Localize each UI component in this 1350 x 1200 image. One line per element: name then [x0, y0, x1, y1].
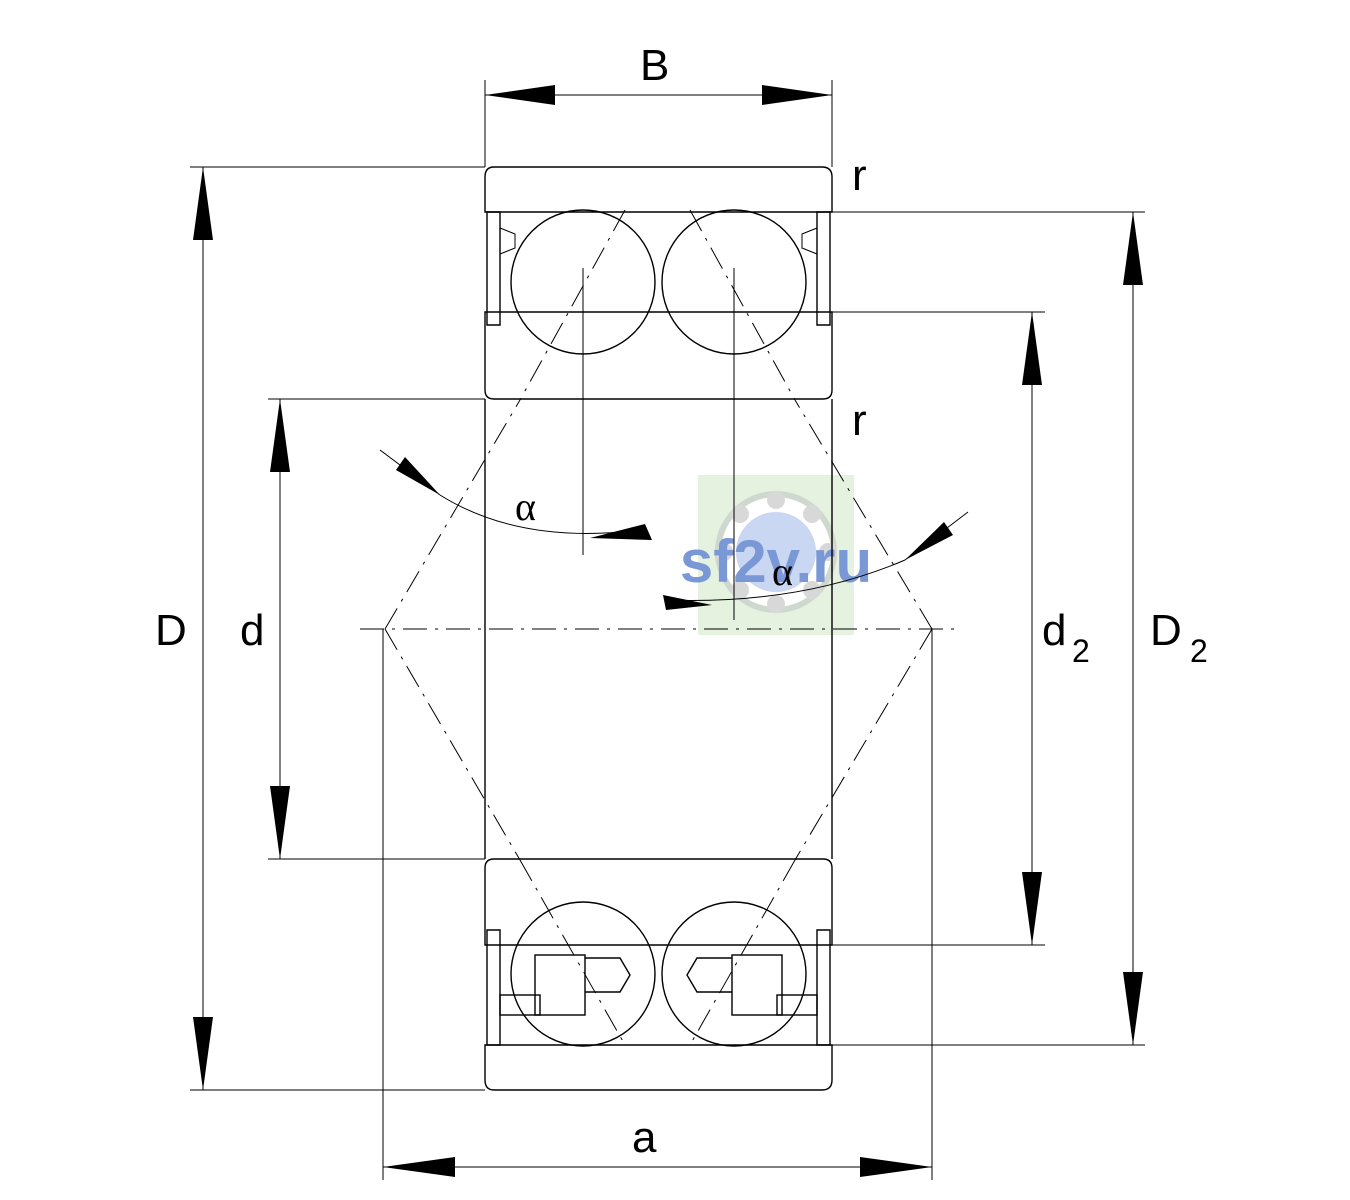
seal-insert-bottom-right — [776, 994, 818, 1016]
seal-bottom-right — [816, 929, 831, 1046]
watermark-text: sf2v.ru — [680, 528, 872, 595]
label-D2: D — [1150, 606, 1182, 655]
label-d: d — [240, 606, 264, 655]
seal-insert-bottom-left — [499, 994, 541, 1016]
bore-outline — [484, 399, 833, 859]
outer-ring-bottom — [484, 1044, 833, 1091]
inner-ring-bottom — [484, 858, 833, 946]
dimension-B: B — [484, 41, 833, 167]
label-a: a — [632, 1113, 657, 1162]
label-r-top: r — [852, 151, 867, 200]
label-D: D — [155, 606, 187, 655]
dimension-d: d — [240, 398, 485, 860]
outer-ring-top — [484, 166, 833, 213]
dimension-D: D — [155, 166, 485, 1091]
label-d2-subscript: 2 — [1072, 633, 1090, 669]
alpha-left-label: α — [515, 484, 536, 529]
seal-lip-top-right — [801, 227, 818, 255]
inner-ring-top — [484, 311, 833, 400]
seal-top-left — [486, 211, 501, 326]
seal-lip-top-left — [499, 227, 516, 255]
ball-bottom-left — [510, 901, 656, 1047]
cage-pocket-left — [585, 957, 631, 993]
contact-line-top-right — [689, 209, 796, 401]
contact-line-bottom-right — [689, 859, 796, 1046]
contact-angle-construction — [384, 399, 933, 861]
dimension-a: a — [382, 629, 933, 1180]
bearing-section-bottom — [484, 858, 833, 1091]
alpha-left-dimension: α — [379, 449, 652, 540]
ball-bottom-right — [661, 901, 807, 1047]
contact-line-top-left — [519, 209, 626, 401]
label-B: B — [640, 41, 669, 90]
dimension-d2: d 2 — [832, 311, 1090, 946]
alpha-right-label: α — [772, 549, 793, 594]
seal-top-right — [816, 211, 831, 326]
seal-bottom-left — [486, 929, 501, 1046]
contact-line-bottom-left — [519, 859, 626, 1046]
dimension-D2: D 2 — [832, 211, 1208, 1046]
alpha-right-dimension: α — [663, 511, 969, 610]
label-d2: d — [1042, 606, 1066, 655]
cage-bottom-right — [731, 954, 783, 1016]
watermark-bearing-core — [736, 512, 816, 592]
label-D2-subscript: 2 — [1190, 633, 1208, 669]
cage-pocket-right — [686, 957, 732, 993]
label-r-mid: r — [852, 396, 867, 445]
cage-bottom-left — [534, 954, 586, 1016]
